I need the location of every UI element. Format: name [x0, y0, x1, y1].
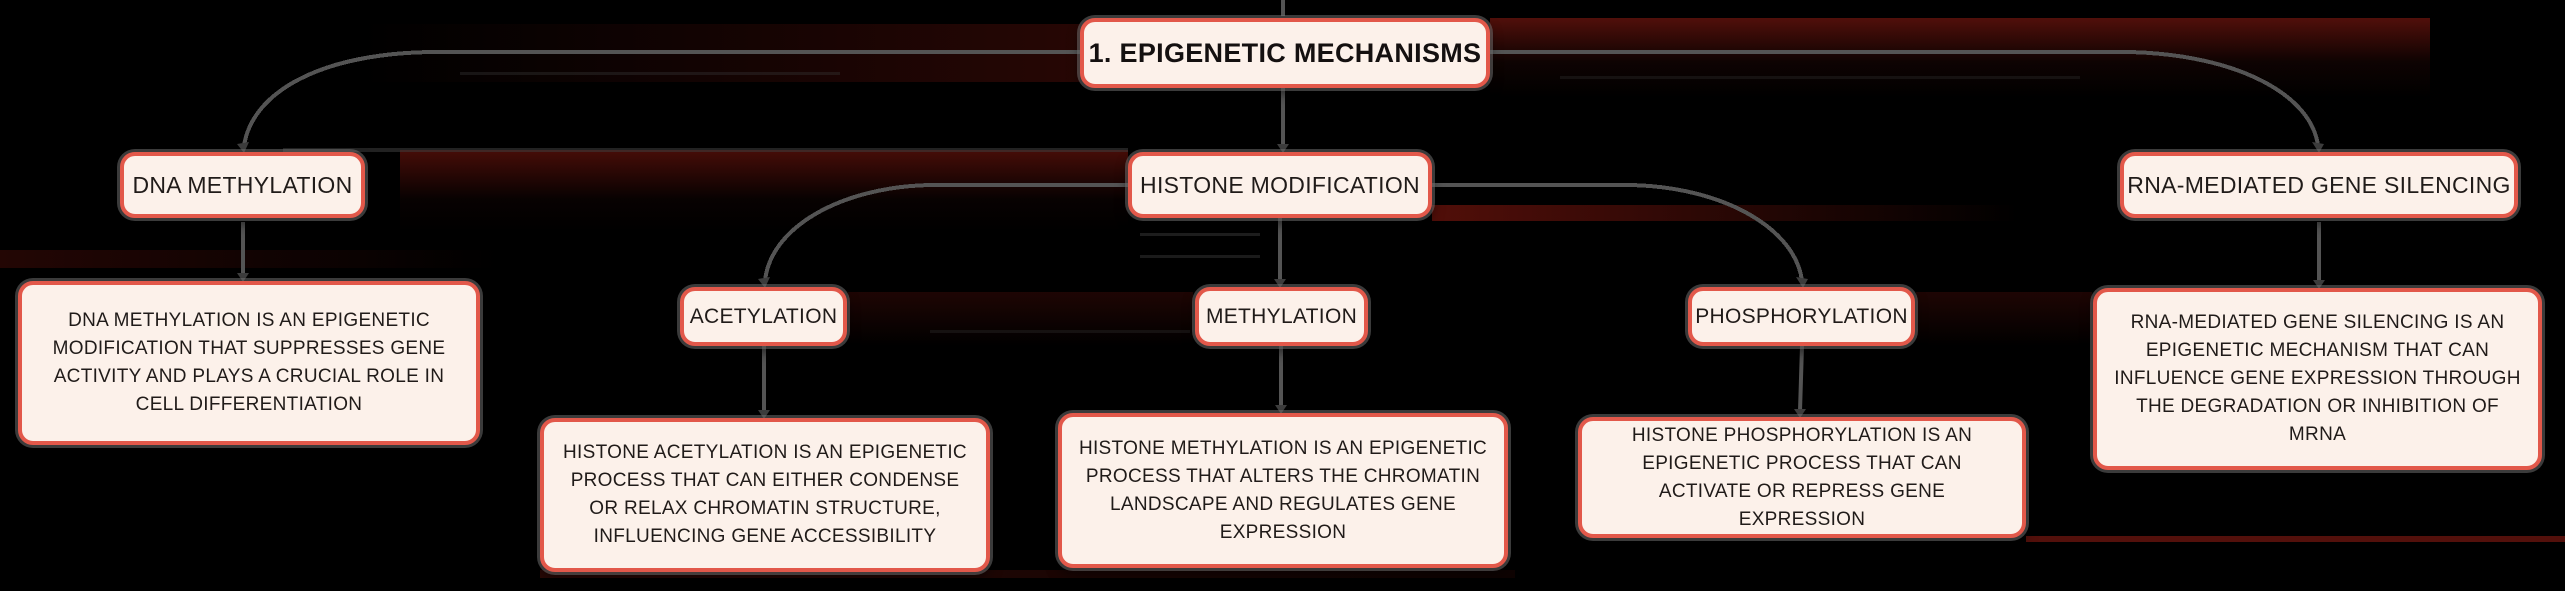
node-rna-mediated-gene-silencing[interactable]: RNA-MEDIATED GENE SILENCING: [2120, 152, 2518, 218]
arrowhead: [1275, 405, 1287, 414]
node-rna-mediated-gene-silencing-label: RNA-MEDIATED GENE SILENCING: [2127, 171, 2511, 198]
arrowhead: [1794, 409, 1806, 418]
arrowhead: [1796, 277, 1808, 288]
node-methylation-label: METHYLATION: [1205, 304, 1358, 328]
desc-dna-methylation-text: DNA METHYLATION IS AN EPIGENETIC MODIFIC…: [52, 310, 446, 415]
node-histone-modification-label: HISTONE MODIFICATION: [1140, 171, 1420, 198]
arrowhead: [2313, 280, 2325, 289]
desc-phosphorylation-text: HISTONE PHOSPHORYLATION IS AN EPIGENETIC…: [1631, 424, 1973, 530]
arrowhead: [237, 273, 249, 282]
connector-root-dna: [242, 50, 1080, 147]
node-phosphorylation[interactable]: PHOSPHORYLATION: [1688, 287, 1915, 346]
node-dna-methylation[interactable]: DNA METHYLATION: [120, 152, 365, 218]
desc-acetylation[interactable]: HISTONE ACETYLATION IS AN EPIGENETIC PRO…: [540, 418, 990, 572]
node-acetylation[interactable]: ACETYLATION: [680, 287, 847, 346]
node-phosphorylation-label: PHOSPHORYLATION: [1695, 304, 1908, 328]
connector-root-rna: [1490, 50, 2320, 147]
arrowhead: [237, 142, 249, 153]
desc-rna-mediated-gene-silencing[interactable]: RNA-MEDIATED GENE SILENCING IS AN EPIGEN…: [2093, 288, 2542, 470]
connector-histone-acetylation: [763, 183, 1128, 282]
arrowhead: [758, 410, 770, 419]
desc-rna-mediated-gene-silencing-text: RNA-MEDIATED GENE SILENCING IS AN EPIGEN…: [2114, 312, 2521, 445]
desc-dna-methylation[interactable]: DNA METHYLATION IS AN EPIGENETIC MODIFIC…: [18, 281, 480, 445]
node-histone-modification[interactable]: HISTONE MODIFICATION: [1128, 152, 1432, 218]
connector-histone-phosphorylation: [1432, 183, 1804, 282]
arrowhead: [758, 277, 770, 288]
desc-acetylation-text: HISTONE ACETYLATION IS AN EPIGENETIC PRO…: [563, 442, 967, 547]
arrowhead: [1277, 144, 1289, 153]
desc-methylation[interactable]: HISTONE METHYLATION IS AN EPIGENETIC PRO…: [1058, 413, 1508, 568]
arrowhead: [2312, 142, 2324, 153]
node-dna-methylation-label: DNA METHYLATION: [132, 171, 353, 198]
node-root-label: 1. EPIGENETIC MECHANISMS: [1088, 37, 1482, 68]
node-root[interactable]: 1. EPIGENETIC MECHANISMS: [1080, 18, 1490, 88]
node-methylation[interactable]: METHYLATION: [1195, 287, 1368, 346]
desc-phosphorylation[interactable]: HISTONE PHOSPHORYLATION IS AN EPIGENETIC…: [1578, 417, 2026, 538]
node-acetylation-label: ACETYLATION: [689, 304, 838, 328]
arrowhead: [1274, 279, 1286, 288]
connector-phosphorylation-desc: [1798, 345, 1804, 412]
desc-methylation-text: HISTONE METHYLATION IS AN EPIGENETIC PRO…: [1078, 437, 1488, 543]
